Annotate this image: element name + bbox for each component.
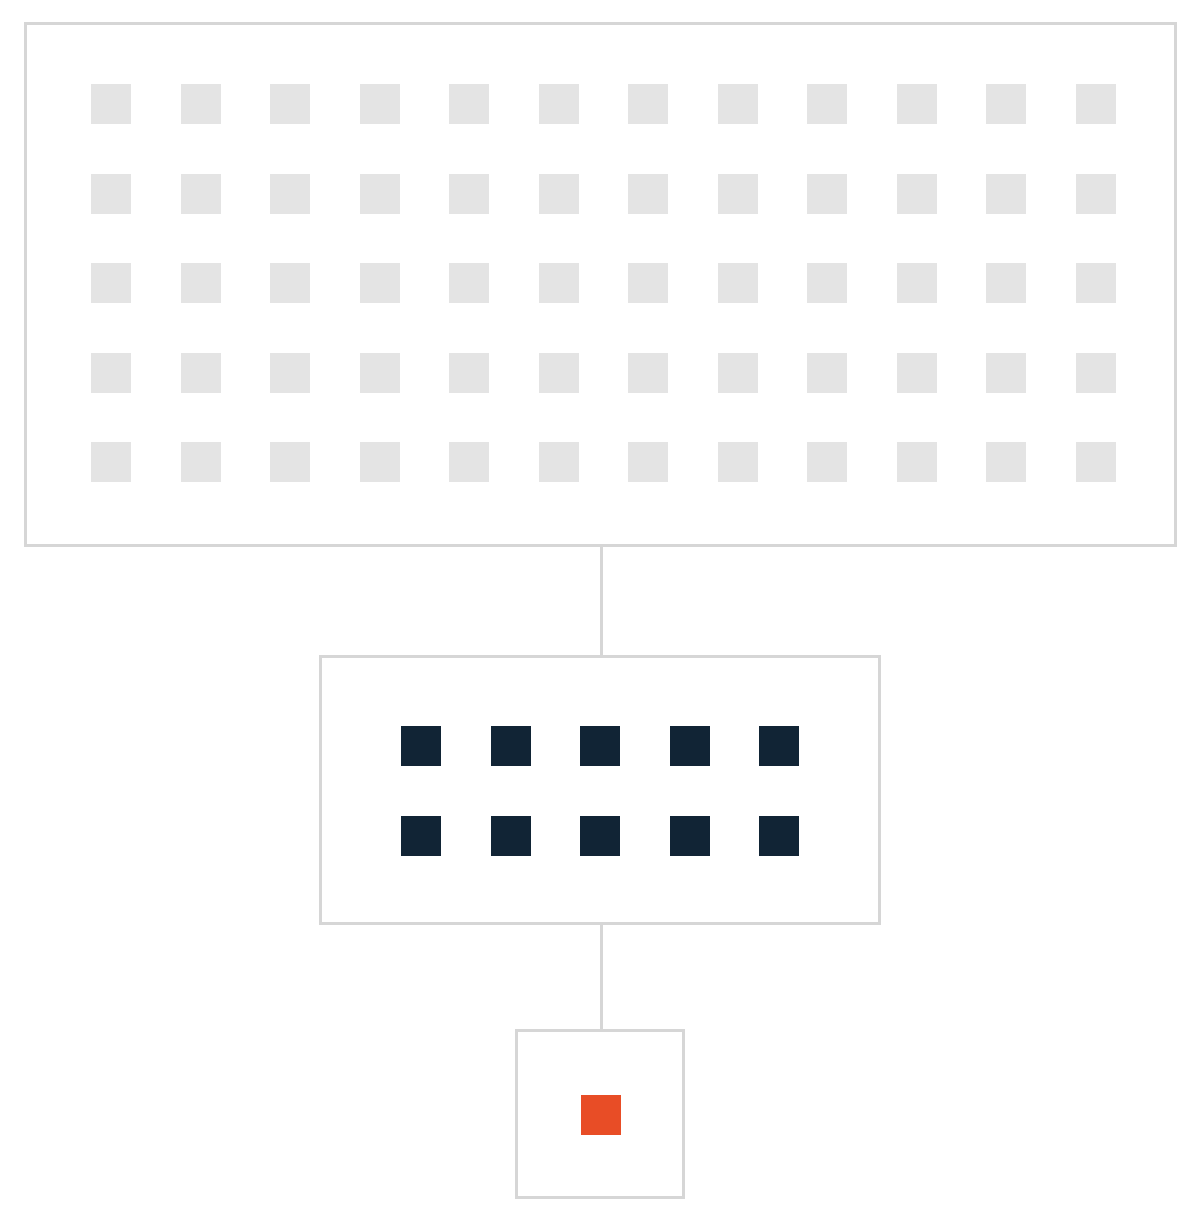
top-level-square (91, 352, 131, 393)
top-level-square (538, 352, 579, 393)
top-level-square (359, 173, 400, 214)
top-level-square (359, 442, 400, 482)
top-level-square (807, 173, 847, 214)
top-level-square (449, 442, 489, 482)
top-level-square (986, 352, 1026, 393)
top-level-square (270, 263, 310, 303)
top-level-square (717, 352, 758, 393)
top-level-square (717, 173, 758, 214)
middle-level-square (759, 726, 799, 766)
top-level-square (1075, 352, 1116, 393)
top-level-square (807, 84, 847, 124)
top-level-grid (91, 84, 1116, 482)
top-level-square (359, 352, 400, 393)
top-level-square (359, 84, 400, 124)
top-level-square (717, 263, 758, 303)
top-level-square (628, 173, 668, 214)
middle-level-square (490, 726, 531, 766)
top-level-square (270, 352, 310, 393)
top-level-square (717, 442, 758, 482)
top-level-square (359, 263, 400, 303)
top-level-square (1075, 84, 1116, 124)
middle-level-box (319, 655, 881, 925)
top-level-square (449, 352, 489, 393)
middle-level-grid (401, 726, 799, 856)
top-level-square (449, 263, 489, 303)
top-level-square (180, 442, 221, 482)
bottom-level-grid (581, 1095, 621, 1135)
top-level-square (180, 173, 221, 214)
bottom-level-box (515, 1029, 685, 1199)
middle-level-square (759, 815, 799, 856)
top-level-square (986, 173, 1026, 214)
top-level-square (1075, 173, 1116, 214)
bottom-level-square (581, 1095, 621, 1135)
top-level-square (986, 84, 1026, 124)
top-level-square (180, 263, 221, 303)
top-level-square (628, 84, 668, 124)
top-level-square (538, 442, 579, 482)
top-level-square (270, 173, 310, 214)
top-level-box (24, 22, 1177, 547)
top-level-square (628, 352, 668, 393)
middle-level-square (401, 726, 441, 766)
middle-level-square (669, 815, 710, 856)
top-level-square (449, 173, 489, 214)
top-level-square (91, 84, 131, 124)
top-level-square (180, 84, 221, 124)
top-level-square (538, 84, 579, 124)
top-level-square (807, 263, 847, 303)
top-level-square (896, 352, 937, 393)
middle-level-square (580, 815, 620, 856)
middle-level-square (490, 815, 531, 856)
top-level-square (717, 84, 758, 124)
connector-top-to-middle (599, 547, 603, 655)
top-level-square (91, 263, 131, 303)
top-level-square (449, 84, 489, 124)
top-level-square (270, 442, 310, 482)
middle-level-square (669, 726, 710, 766)
top-level-square (270, 84, 310, 124)
top-level-square (807, 442, 847, 482)
top-level-square (628, 263, 668, 303)
top-level-square (896, 84, 937, 124)
top-level-square (91, 173, 131, 214)
connector-middle-to-bottom (599, 925, 603, 1029)
top-level-square (986, 442, 1026, 482)
top-level-square (628, 442, 668, 482)
middle-level-square (580, 726, 620, 766)
top-level-square (91, 442, 131, 482)
top-level-square (1075, 263, 1116, 303)
top-level-square (1075, 442, 1116, 482)
top-level-square (807, 352, 847, 393)
top-level-square (896, 442, 937, 482)
top-level-square (538, 173, 579, 214)
top-level-square (896, 263, 937, 303)
top-level-square (538, 263, 579, 303)
top-level-square (180, 352, 221, 393)
top-level-square (986, 263, 1026, 303)
middle-level-square (401, 815, 441, 856)
top-level-square (896, 173, 937, 214)
